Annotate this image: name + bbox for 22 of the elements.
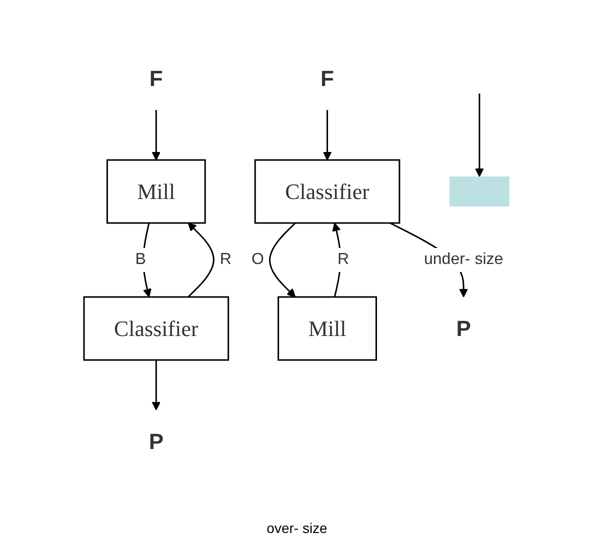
node-box: Mill xyxy=(106,159,206,224)
arrow xyxy=(332,222,342,298)
node-bar xyxy=(450,176,510,206)
node-box: Classifier xyxy=(254,159,400,224)
arrow xyxy=(152,110,161,160)
stream-label: over- size xyxy=(266,520,328,536)
edge-label: R xyxy=(338,251,350,268)
node-text: P xyxy=(456,316,472,341)
arrow xyxy=(269,222,296,298)
node-text: P xyxy=(149,428,164,454)
edge-label: under- size xyxy=(424,251,504,268)
arrow xyxy=(188,222,215,298)
node-text: F xyxy=(320,66,334,92)
arrow xyxy=(323,110,332,160)
node-box: Mill xyxy=(278,296,378,361)
arrow xyxy=(475,94,484,177)
node-box: Classifier xyxy=(84,296,230,361)
edge-label: O xyxy=(252,251,264,268)
arrow xyxy=(152,360,161,410)
node-text: F xyxy=(150,66,164,92)
edge-label: B xyxy=(136,251,146,268)
edge-label: R xyxy=(220,251,232,268)
